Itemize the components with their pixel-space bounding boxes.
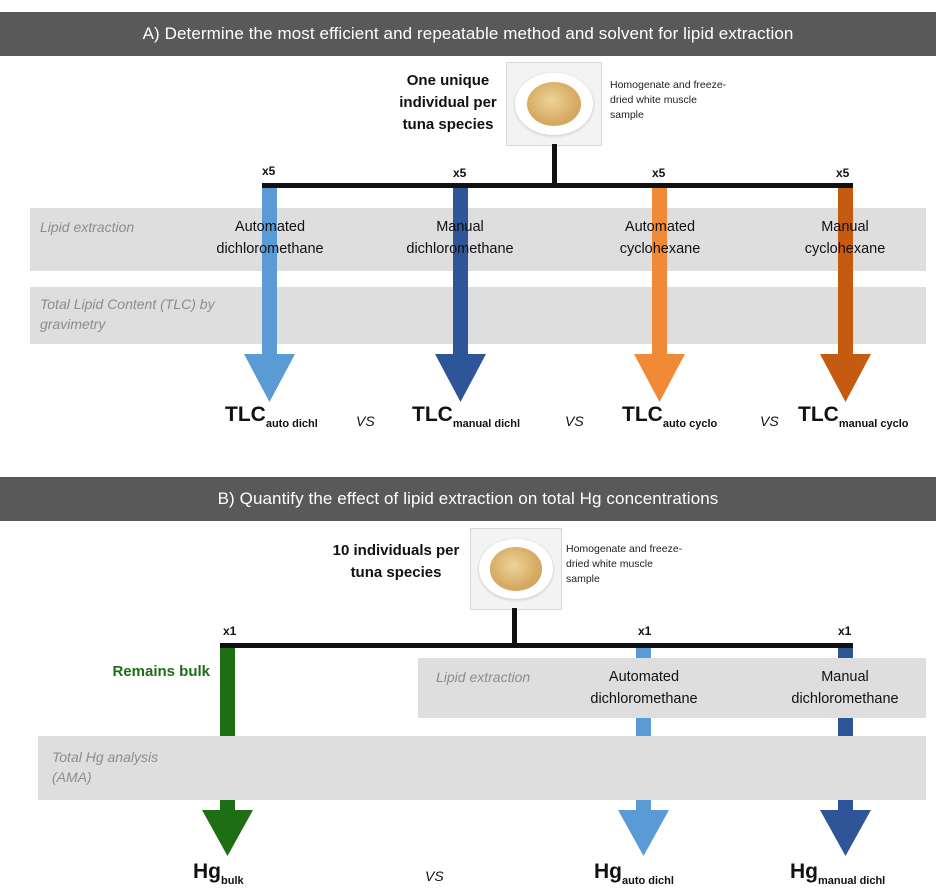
result-tlc-auto-cyclo-main: TLC [622, 403, 663, 426]
result-tlc-auto-cyclo-sub: auto cyclo [662, 418, 718, 430]
result-tlc-manual-dichl-main: TLC [412, 403, 453, 426]
sample-label-a: One unique individual per tuna species [399, 72, 497, 133]
arrow-shaft-auto-cyclo-a [652, 188, 667, 354]
sample-desc-a: Homogenate and freeze-dried white muscle… [610, 79, 727, 122]
vs-b-1: VS [425, 868, 444, 884]
result-tlc-manual-dichl: TLCmanual dichl [412, 403, 520, 430]
method-a-1-line1: Automated [234, 219, 306, 235]
method-a-4: Manual cyclohexane [765, 217, 925, 261]
vs-a-3: VS [760, 413, 779, 429]
result-tlc-auto-dichl-main: TLC [225, 403, 266, 426]
arrow-shaft-auto-dichl-a [262, 188, 277, 354]
method-a-4-line2: cyclohexane [804, 240, 886, 257]
lipid-extraction-band-a [30, 208, 926, 271]
lipid-extraction-label-b: Lipid extraction [436, 669, 531, 685]
lipid-extraction-band-b [418, 658, 926, 718]
section-a-header: A) Determine the most efficient and repe… [0, 12, 936, 56]
lipid-extraction-label-a: Lipid extraction [40, 219, 135, 235]
method-a-3: Automated cyclohexane [580, 217, 740, 261]
hg-band-b [38, 736, 926, 800]
result-tlc-manual-dichl-sub: manual dichl [452, 418, 521, 430]
method-b-1-line2: dichloromethane [590, 690, 698, 707]
arrow-shaft-manual-dichl-a [453, 188, 468, 354]
result-hg-auto-dichl: Hgauto dichl [594, 860, 674, 887]
multiplier-a-2: x5 [453, 166, 467, 180]
multiplier-a-1: x5 [262, 164, 276, 178]
method-a-1-line2: dichloromethane [216, 240, 324, 257]
arrow-head-auto-cyclo-a [634, 354, 685, 402]
tree-bar-a [262, 183, 853, 188]
section-b-header: B) Quantify the effect of lipid extracti… [0, 477, 936, 521]
hg-label-b: Total Hg analysis (AMA) [52, 749, 159, 786]
method-b-2-line2: dichloromethane [791, 690, 899, 707]
method-a-1: Automated dichloromethane [190, 217, 350, 261]
method-a-3-line2: cyclohexane [619, 240, 701, 257]
result-hg-bulk-main: Hg [193, 860, 221, 883]
method-b-2: Manual dichloromethane [765, 667, 925, 711]
tlc-label-a: Total Lipid Content (TLC) by gravimetry [40, 296, 215, 333]
method-b-1-line1: Automated [608, 669, 680, 685]
vs-a-2: VS [565, 413, 584, 429]
sample-photo-b [470, 528, 562, 610]
tlc-band-a [30, 287, 926, 344]
multiplier-b-3: x1 [838, 624, 852, 638]
method-a-2-line1: Manual [436, 219, 484, 235]
method-b-2-line1: Manual [821, 669, 869, 685]
arrow-head-manual-dichl-b [820, 810, 871, 856]
method-a-3-line1: Automated [624, 219, 696, 235]
remains-bulk-label: Remains bulk [112, 663, 210, 680]
arrow-head-manual-cyclo-a [820, 354, 871, 402]
multiplier-b-1: x1 [223, 624, 237, 638]
arrow-head-bulk-b [202, 810, 253, 856]
result-hg-auto-dichl-main: Hg [594, 860, 622, 883]
result-tlc-auto-cyclo: TLCauto cyclo [622, 403, 717, 430]
method-a-2-line2: dichloromethane [406, 240, 514, 257]
sample-photo-a [506, 62, 602, 146]
multiplier-a-3: x5 [652, 166, 666, 180]
multiplier-a-4: x5 [836, 166, 850, 180]
tree-stem-b [512, 608, 517, 644]
result-tlc-manual-cyclo-sub: manual cyclo [838, 418, 909, 430]
result-tlc-manual-cyclo-main: TLC [798, 403, 839, 426]
result-hg-manual-dichl-main: Hg [790, 860, 818, 883]
result-hg-bulk: Hgbulk [193, 860, 244, 887]
method-a-2: Manual dichloromethane [380, 217, 540, 261]
method-a-4-line1: Manual [821, 219, 869, 235]
arrow-shaft-manual-cyclo-a [838, 188, 853, 354]
sample-desc-b: Homogenate and freeze-dried white muscle… [566, 543, 683, 586]
result-tlc-manual-cyclo: TLCmanual cyclo [798, 403, 909, 430]
tree-bar-b [220, 643, 853, 648]
result-hg-auto-dichl-sub: auto dichl [622, 875, 674, 887]
sample-label-b: 10 individuals per tuna species [332, 542, 460, 581]
result-hg-manual-dichl: Hgmanual dichl [790, 860, 885, 887]
arrow-head-manual-dichl-a [435, 354, 486, 402]
result-hg-manual-dichl-sub: manual dichl [818, 875, 886, 887]
method-b-1: Automated dichloromethane [564, 667, 724, 711]
vs-a-1: VS [356, 413, 375, 429]
result-tlc-auto-dichl-sub: auto dichl [265, 418, 318, 430]
arrow-head-auto-dichl-a [244, 354, 295, 402]
tree-stem-a [552, 144, 557, 184]
arrow-head-auto-dichl-b [618, 810, 669, 856]
multiplier-b-2: x1 [638, 624, 652, 638]
result-tlc-auto-dichl: TLCauto dichl [225, 403, 318, 430]
result-hg-bulk-sub: bulk [221, 875, 244, 887]
